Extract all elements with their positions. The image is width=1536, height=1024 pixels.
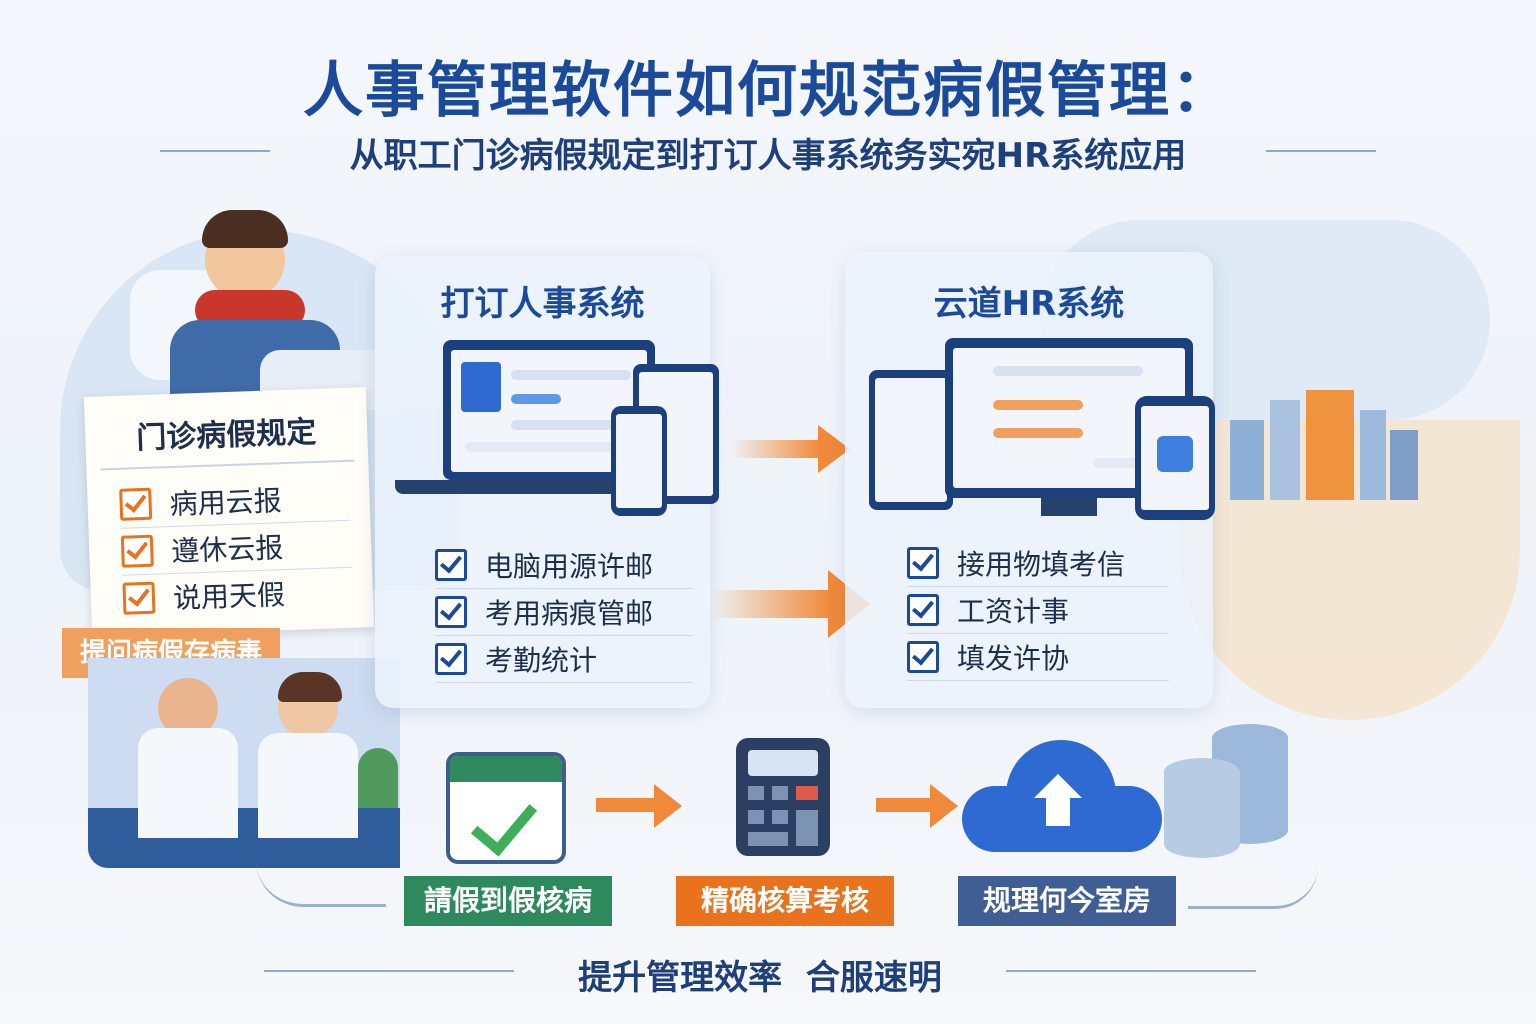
check-icon: [907, 547, 939, 579]
flow-curve-right: [1188, 866, 1318, 909]
internal-hr-system-card: 打订人事系统 电脑用源许邮 考用病痕管邮 考勤统计: [375, 256, 719, 708]
city-buildings-illustration: [1230, 380, 1420, 500]
check-icon: [435, 549, 467, 581]
footer-rule-left: [264, 970, 514, 972]
policy-note-title: 门诊病假规定: [98, 405, 355, 471]
card-title: 打订人事系统: [440, 284, 645, 324]
calendar-check-icon: [446, 752, 566, 864]
cloud-hr-system-card: 云道HR系统 接用物填考信 工资计事 填发许协: [845, 252, 1215, 708]
arrow-right-icon: [596, 798, 656, 812]
arrow-right-icon-head: [654, 784, 682, 828]
subtitle-right-rule: [1266, 150, 1376, 152]
flow-label: 规理何今室房: [958, 876, 1176, 926]
subtitle-left-rule: [160, 150, 270, 152]
arrow-right-icon: [876, 798, 932, 812]
feature-item: 考勤统计: [435, 636, 693, 683]
database-icon: [1164, 724, 1304, 864]
policy-item: 病用云报: [118, 473, 351, 529]
check-icon: [435, 643, 467, 675]
flow-label: 請假到假核病: [404, 876, 612, 926]
footer-tagline: 提升管理效率 合服速明: [578, 958, 942, 998]
flow-curve-left: [256, 860, 386, 907]
check-icon: [119, 487, 153, 521]
cloud-upload-icon: [962, 740, 1162, 852]
calculator-icon: [736, 738, 830, 856]
footer-rule-right: [1006, 970, 1256, 972]
flow-label: 精确核算考核: [676, 876, 894, 926]
policy-item: 遵休云报: [120, 520, 353, 576]
arrow-right-icon-head: [930, 784, 958, 828]
check-icon: [435, 596, 467, 628]
doctor-consultation-illustration: [88, 658, 400, 868]
check-icon: [122, 581, 156, 615]
feature-item: 电脑用源许邮: [435, 542, 693, 589]
feature-item: 工资计事: [907, 587, 1169, 634]
sick-leave-policy-note: 门诊病假规定 病用云报 遵休云报 说用天假: [83, 387, 375, 637]
feature-item: 考用病痕管邮: [435, 589, 693, 636]
check-icon: [120, 534, 154, 568]
arrow-right-icon: [730, 440, 820, 458]
page-title: 人事管理软件如何规范病假管理：: [303, 56, 1233, 126]
check-icon: [907, 641, 939, 673]
arrow-right-icon: [710, 590, 830, 618]
feature-item: 填发许协: [907, 634, 1169, 681]
subtitle-block: 从职工门诊病假规定到打订人事系统务实宛HR系统应用: [160, 128, 1376, 176]
card-title: 云道HR系统: [933, 284, 1125, 324]
arrow-right-icon-head: [818, 425, 850, 473]
policy-item: 说用天假: [122, 568, 353, 622]
feature-item: 接用物填考信: [907, 540, 1169, 587]
check-icon: [907, 594, 939, 626]
page-subtitle: 从职工门诊病假规定到打订人事系统务实宛HR系统应用: [349, 136, 1187, 176]
